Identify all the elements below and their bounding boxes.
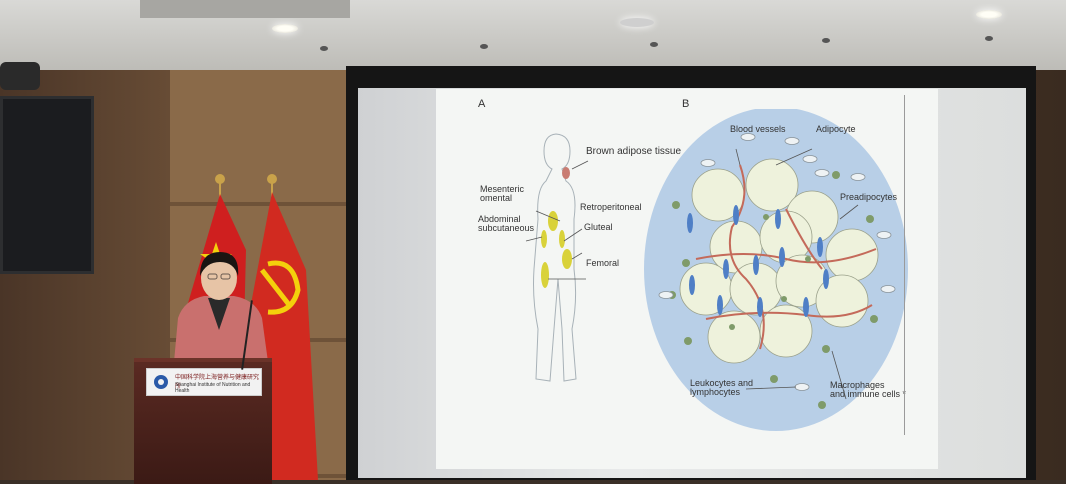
label-retroperitoneal: Retroperitoneal [580, 202, 642, 212]
slide: A Brown adipose tissue Mesenteric omenta… [436, 89, 938, 469]
body-silhouette [525, 133, 589, 382]
ceiling-spot [320, 46, 328, 51]
panel-a-letter: A [478, 98, 486, 110]
camera [0, 62, 40, 90]
label-brown-adipose: Brown adipose tissue [586, 146, 682, 157]
hammer-sickle-icon [267, 260, 301, 315]
label-femoral: Femoral [586, 258, 620, 268]
gluteal-fat [562, 249, 572, 269]
retroperitoneal-fat [559, 230, 565, 248]
wall-monitor [0, 96, 94, 274]
label-adipocyte: Adipocyte [816, 124, 856, 134]
label-abdominal: Abdominal subcutaneous [478, 214, 535, 234]
podium-sign: 中国科学院上海营养与健康研究所 Shanghai Institute of Nu… [146, 368, 262, 396]
sign-chinese: 中国科学院上海营养与健康研究所 [175, 375, 260, 390]
panel-b-letter: B [682, 98, 690, 110]
ceiling-light [272, 24, 298, 33]
femoral-fat [541, 262, 549, 288]
ceiling-spot [822, 38, 830, 43]
label-preadipocytes: Preadipocytes [840, 192, 898, 202]
label-mesenteric: Mesenteric omental [480, 184, 525, 204]
label-gluteal: Gluteal [584, 222, 613, 232]
brown-fat [562, 167, 570, 179]
ceiling-light [976, 10, 1002, 19]
speaker [174, 252, 268, 362]
sign-english: Shanghai Institute of Nutrition and Heal… [175, 382, 251, 394]
ceiling-spot [480, 44, 488, 49]
abdominal-fat [541, 230, 547, 248]
ceiling-spot [985, 36, 993, 41]
institute-logo-icon [154, 375, 168, 389]
mesenteric-fat [548, 211, 558, 231]
ceiling [0, 0, 1066, 70]
ceiling-vent [140, 0, 350, 18]
label-leukocytes: Leukocytes and lymphocytes [690, 378, 754, 398]
ceiling-light [620, 18, 654, 27]
label-blood-vessels: Blood vessels [730, 124, 786, 134]
adipose-tissue-diagram [644, 109, 908, 431]
label-macrophages: Macrophages and immune cells * [830, 380, 906, 400]
slide-divider [904, 95, 905, 435]
ceiling-spot [650, 42, 658, 47]
